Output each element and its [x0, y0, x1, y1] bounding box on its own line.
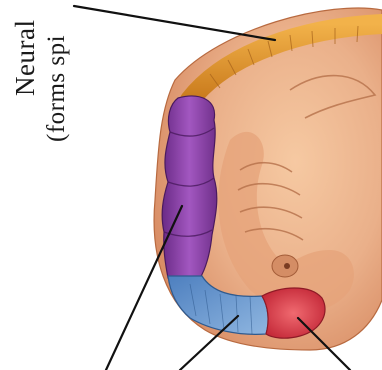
- leader-neural-tube: [74, 6, 275, 40]
- neural-tube-note-label: (forms spi: [44, 35, 69, 142]
- forebrain-region: [162, 96, 217, 278]
- neural-tube-label: Neural: [12, 20, 39, 96]
